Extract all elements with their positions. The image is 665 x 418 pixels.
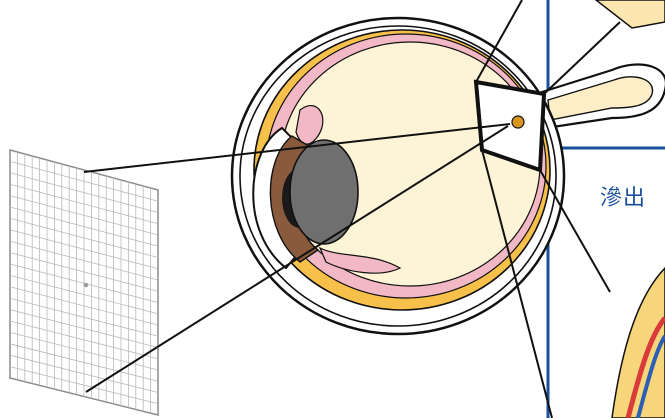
lens	[290, 140, 358, 244]
lower-detail-shape	[612, 268, 665, 418]
optic-nerve	[542, 64, 665, 128]
exudate-label: 滲出	[600, 180, 646, 212]
amsler-center-dot	[84, 283, 88, 287]
upper-detail-shape	[596, 0, 665, 28]
fovea-spot	[512, 116, 524, 128]
amsler-grid	[10, 150, 158, 415]
